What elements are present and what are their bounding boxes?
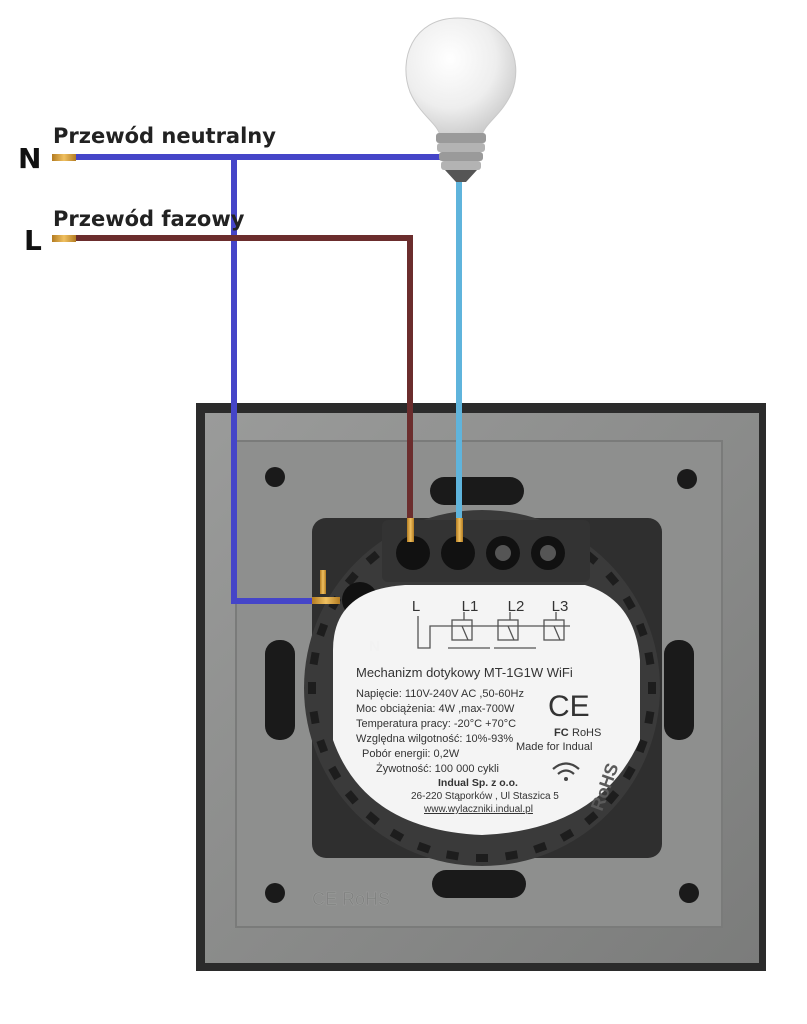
terminal-label: L [412,598,420,615]
mounting-hole [265,467,285,487]
rim-notch [635,739,648,754]
mounting-slot [265,640,295,740]
phase-wire-label: Przewód fazowy [53,207,245,231]
rim-notch [365,811,380,826]
ce-mark: CE [548,690,590,723]
company-address: 26-220 Stąporków , Ul Staszica 5 [411,791,559,802]
mounting-slot [430,477,524,505]
rim-notch [445,850,460,861]
mounting-hole [677,469,697,489]
rim-notch [308,682,316,694]
company-name: Indual Sp. z o.o. [438,777,518,789]
rim-notch [504,850,519,861]
neutral-letter: N [18,142,41,175]
rim-notch [584,811,599,826]
spec-line: Napięcie: 110V-240V AC ,50-60Hz [356,688,524,700]
rim-notch [316,622,329,637]
fc-mark: FC [554,727,569,739]
spec-line: Żywotność: 100 000 cykli [376,762,499,775]
mounting-hole [679,883,699,903]
rim-notch [644,651,655,666]
rim-notch [476,854,488,862]
terminal-label: L2 [508,598,525,615]
switch-module: L L1 L2 L3 Mechanizm dotykowy MT-1G1W Wi… [304,510,662,866]
spec-line: Względna wilgotność: 10%-93% [356,733,513,745]
neutral-terminal-label: N [369,638,380,655]
terminal-l1 [441,536,475,570]
rim-notch [344,790,359,805]
copper-end [52,154,76,161]
rim-notch [309,710,320,725]
rim-notch [316,739,329,754]
terminal-l [396,536,430,570]
copper-end [52,235,76,242]
wires [52,154,463,604]
rim-notch [648,682,656,694]
rim-notch [635,622,648,637]
rim-notch [605,790,620,805]
neutral-wire [74,154,440,604]
copper-end [456,518,463,542]
spec-line: Pobór energii: 0,2W [362,748,460,760]
rim-notch [605,571,620,586]
module-title: Mechanizm dotykowy MT-1G1W WiFi [356,665,573,680]
spec-line: Temperatura pracy: -20°C +70°C [356,718,516,730]
copper-end [407,518,414,542]
light-bulb-icon [405,17,517,182]
company-website: www.wylaczniki.indual.pl [423,804,533,815]
rim-notch [622,595,636,611]
copper-end [312,597,340,604]
rim-notch [416,841,431,854]
rim-notch [365,550,380,565]
rim-notch [309,651,320,666]
spec-line: Moc obciążenia: 4W ,max-700W [356,703,515,715]
rim-notch [533,841,548,854]
module-label: L L1 L2 L3 Mechanizm dotykowy MT-1G1W Wi… [333,585,640,835]
rim-notch [389,828,405,842]
phase-letter: L [24,224,42,257]
made-for-text: Made for Indual [516,741,592,753]
mounting-hole [265,883,285,903]
rohs-mark: RoHS [572,727,601,739]
rim-notch [328,765,342,781]
mounting-slot [432,870,526,898]
terminal-label: L1 [462,598,479,615]
rim-notch [622,765,636,781]
phase-wire [74,235,413,525]
rim-notch [344,571,359,586]
plate-embossed-mark: CE RoHS [312,889,390,909]
neutral-wire-label: Przewód neutralny [53,124,276,148]
circuit-schematic [417,612,570,649]
rim-notch [644,710,655,725]
copper-end [320,570,326,594]
terminal-label: L3 [552,598,569,615]
rim-notch [559,828,575,842]
wifi-icon [552,762,580,781]
mounting-slot [664,640,694,740]
